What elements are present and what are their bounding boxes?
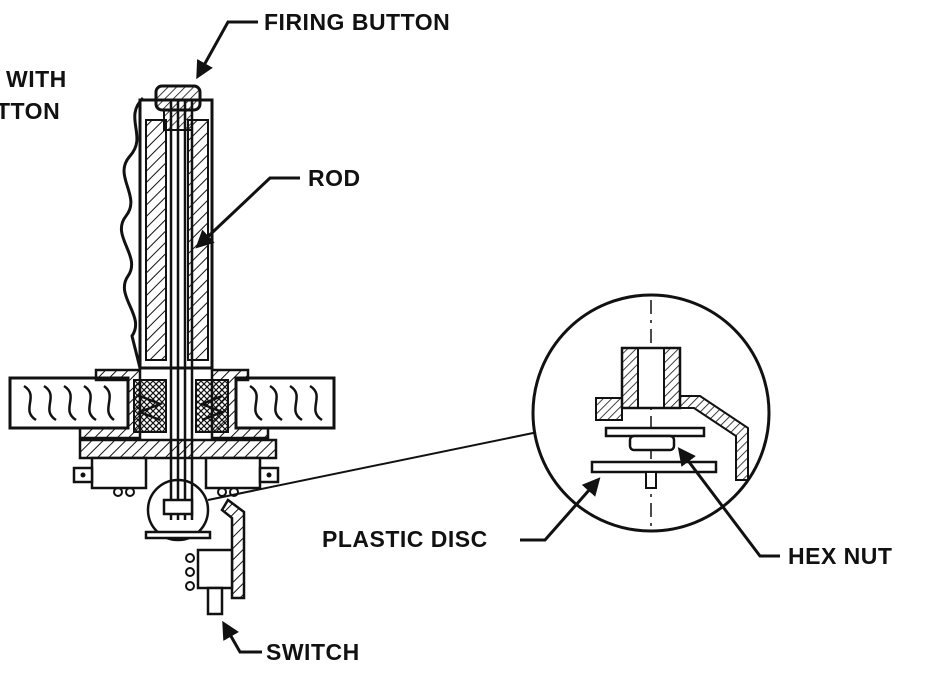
rod-leader (195, 176, 300, 249)
firing-button-leader (196, 20, 258, 80)
label-cropped-button: TTON (0, 98, 61, 124)
base-plate (72, 438, 280, 497)
label-cropped-with: WITH (6, 66, 67, 92)
label-rod: ROD (308, 165, 361, 191)
label-plastic-disc: PLASTIC DISC (322, 526, 488, 552)
switch-bracket (185, 498, 246, 616)
label-switch: SWITCH (266, 639, 360, 665)
hex-nut-leader (677, 447, 780, 558)
switch-leader (222, 620, 262, 654)
detail-callout-circle (146, 478, 210, 542)
label-firing-button: FIRING BUTTON (264, 9, 451, 35)
spring-bellows (133, 379, 229, 433)
lower-hex-nut (144, 498, 212, 540)
magnify-connector (207, 431, 539, 501)
grip-outline (119, 96, 145, 369)
label-hex-nut: HEX NUT (788, 543, 893, 569)
joystick-handle (138, 98, 214, 370)
plastic-disc-leader (520, 477, 601, 542)
magnified-detail (531, 293, 771, 533)
wood-panel (8, 376, 336, 430)
leader-arrows (195, 20, 780, 654)
